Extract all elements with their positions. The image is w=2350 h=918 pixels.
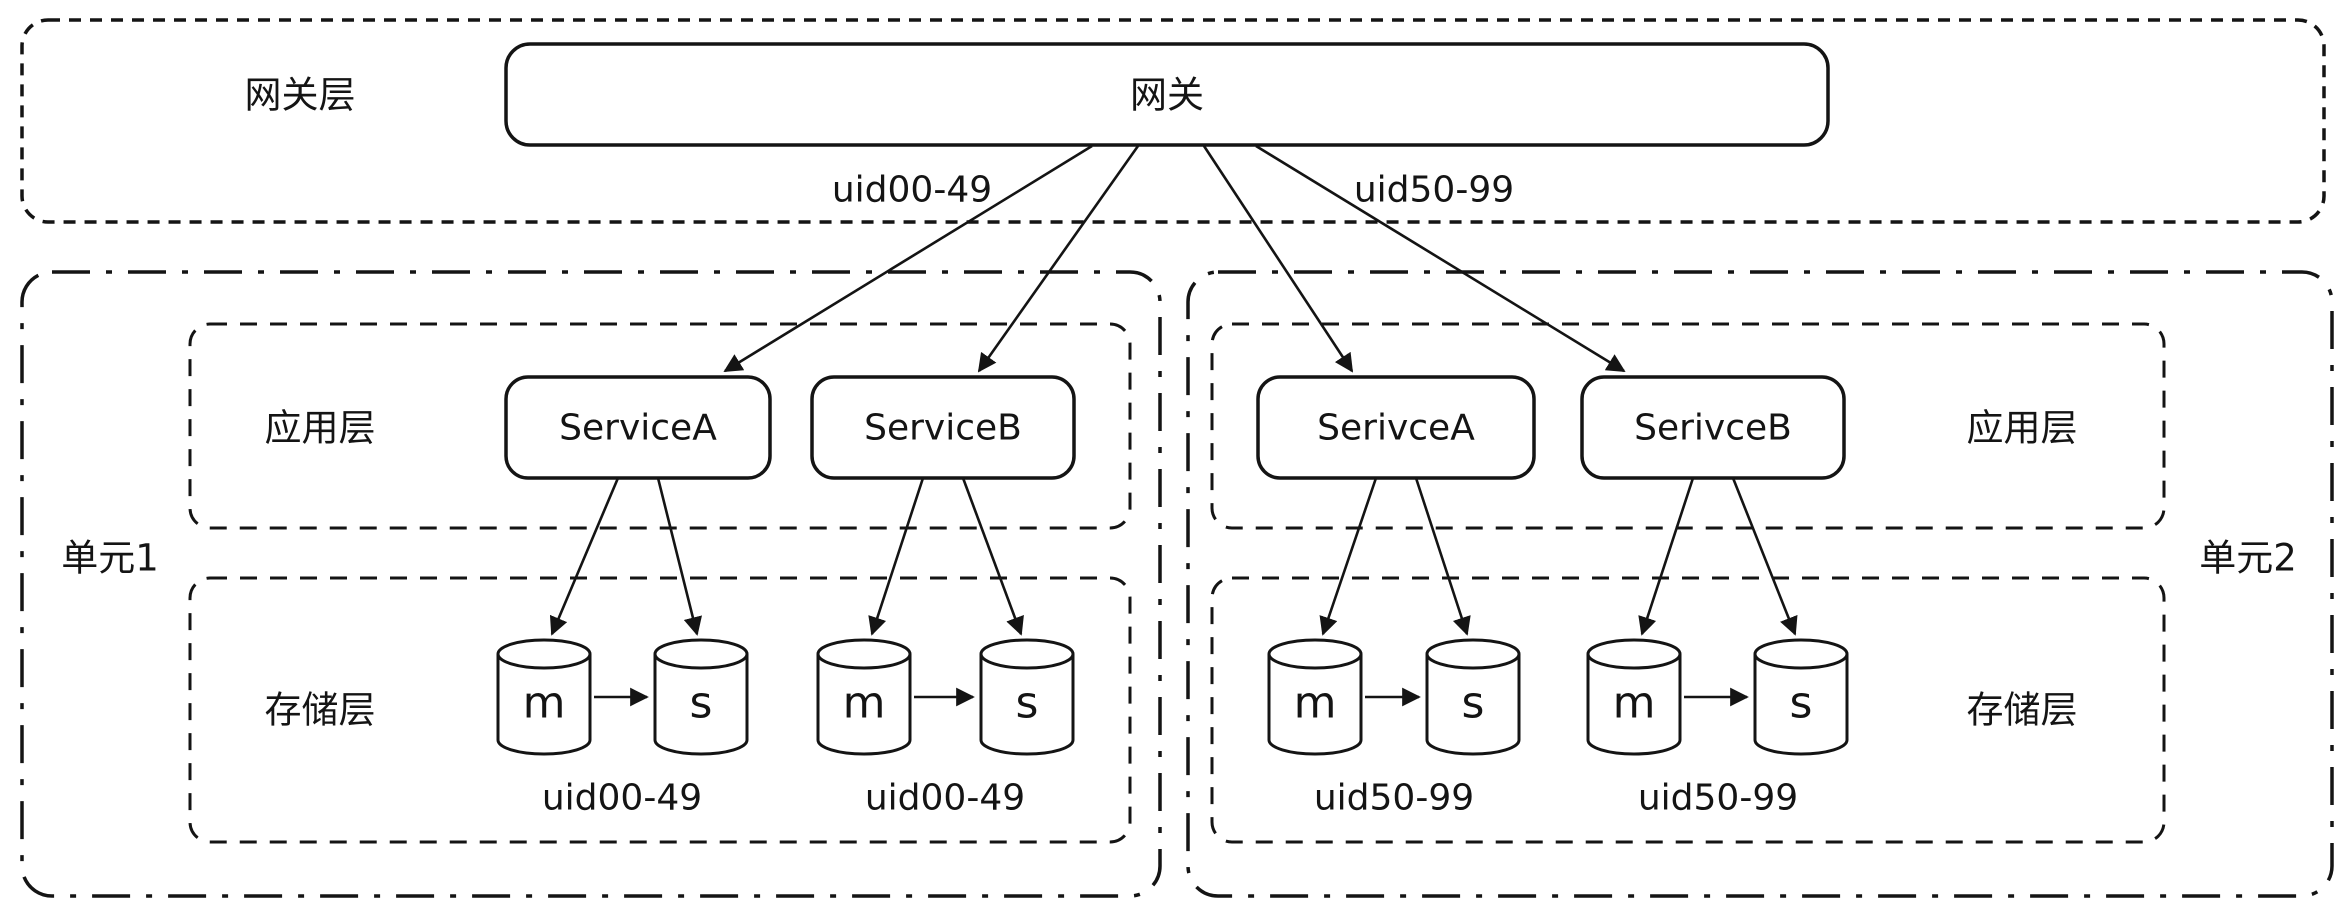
unit2-app-layer-box — [1210, 322, 2166, 530]
slave-db-label: s — [690, 678, 713, 729]
serivceb-box — [1580, 375, 1846, 480]
unit1-shard2-master-cylinder: m — [816, 638, 912, 756]
unit2-shard1-slave-cylinder: s — [1425, 638, 1521, 756]
gateway-to-servicea-arrow — [723, 144, 1093, 373]
gateway-label: 网关 — [1130, 74, 1204, 117]
unit1-shard1-slave-cylinder: s — [653, 638, 749, 756]
unit1-app-layer-box — [188, 322, 1132, 530]
cylinder-body — [979, 654, 1075, 756]
cylinder-top — [1753, 638, 1849, 670]
unit2-storage-layer: 存储层 m s uid50-99 m — [1210, 576, 2166, 844]
slave-db-label: s — [1462, 678, 1485, 729]
serviceb-to-master-arrow — [868, 477, 925, 636]
master-db-label: m — [1294, 678, 1337, 729]
unit1-shard1-master-cylinder: m — [496, 638, 592, 756]
gateway-layer-box — [20, 18, 2326, 224]
unit2-box — [1186, 270, 2334, 898]
unit1-label: 单元1 — [61, 537, 159, 580]
unit2-app-layer: 应用层 SerivceA SerivceB — [1210, 322, 2166, 530]
unit2-label: 单元2 — [2199, 537, 2297, 580]
unit2-app-layer-label: 应用层 — [1967, 407, 2078, 450]
cylinder-top — [653, 638, 749, 670]
gateway-to-serviceb-arrow — [977, 145, 1140, 373]
gateway-to-serivcea-arrow — [1202, 145, 1354, 373]
unit1-storage-layer: 存储层 m s uid00-49 m — [188, 576, 1132, 844]
cylinder-body — [1753, 654, 1849, 756]
slave-db-label: s — [1016, 678, 1039, 729]
unit1-storage-layer-label: 存储层 — [265, 689, 376, 732]
cylinder-body — [1267, 654, 1363, 756]
unit1-app-layer: 应用层 ServiceA ServiceB — [188, 322, 1132, 530]
cylinder-body — [1425, 654, 1521, 756]
cylinder-body — [1586, 654, 1682, 756]
unit1-service-db-arrows — [549, 477, 1024, 636]
unit1-shard2-slave-cylinder: s — [979, 638, 1075, 756]
serivceb-label: SerivceB — [1634, 408, 1792, 449]
unit2-shard1-range-label: uid50-99 — [1314, 778, 1474, 819]
gateway-layer-label: 网关层 — [245, 74, 356, 117]
cylinder-top — [979, 638, 1075, 670]
servicea-box — [504, 375, 772, 480]
servicea-to-master-arrow — [549, 477, 620, 636]
unit2-service-db-arrows — [1319, 477, 1798, 636]
unit1-shard2-range-label: uid00-49 — [865, 778, 1025, 819]
servicea-label: ServiceA — [559, 408, 717, 449]
unit1-app-layer-label: 应用层 — [265, 407, 376, 450]
master-db-label: m — [843, 678, 886, 729]
slave-db-label: s — [1790, 678, 1813, 729]
unit1: 单元1 应用层 ServiceA ServiceB 存储层 m — [20, 270, 1162, 898]
cylinder-body — [816, 654, 912, 756]
route-range-right-label: uid50-99 — [1354, 170, 1514, 211]
unit2-shard2-range-label: uid50-99 — [1638, 778, 1798, 819]
master-db-label: m — [523, 678, 566, 729]
servicea-to-slave-arrow — [656, 477, 702, 636]
cylinder-top — [1267, 638, 1363, 670]
unit2-shard2-master-cylinder: m — [1586, 638, 1682, 756]
cylinder-body — [496, 654, 592, 756]
gateway-layer: 网关层 网关 uid00-49 uid50-99 — [20, 18, 2326, 224]
unit1-shard1-range-label: uid00-49 — [542, 778, 702, 819]
cylinder-top — [816, 638, 912, 670]
gateway-to-serivceb-arrow — [1255, 144, 1626, 373]
unit2-storage-layer-box — [1210, 576, 2166, 844]
unit2: 单元2 应用层 SerivceA SerivceB 存储层 m — [1186, 270, 2334, 898]
serviceb-label: ServiceB — [864, 408, 1022, 449]
gateway-box — [504, 42, 1830, 147]
unit1-box — [20, 270, 1162, 898]
serivcea-to-slave-arrow — [1414, 477, 1471, 636]
serivceb-to-slave-arrow — [1731, 477, 1798, 636]
unit2-shard1-master-cylinder: m — [1267, 638, 1363, 756]
cylinder-body — [653, 654, 749, 756]
cylinder-top — [1586, 638, 1682, 670]
unit1-storage-layer-box — [188, 576, 1132, 844]
serivcea-box — [1256, 375, 1536, 480]
cylinder-top — [1425, 638, 1521, 670]
serviceb-box — [810, 375, 1076, 480]
serviceb-to-slave-arrow — [961, 477, 1024, 636]
serivcea-label: SerivceA — [1317, 408, 1475, 449]
master-db-label: m — [1613, 678, 1656, 729]
gateway-routing-arrows — [723, 144, 1626, 373]
serivceb-to-master-arrow — [1638, 477, 1695, 636]
route-range-left-label: uid00-49 — [832, 170, 992, 211]
serivcea-to-master-arrow — [1319, 477, 1378, 636]
cylinder-top — [496, 638, 592, 670]
unit2-shard2-slave-cylinder: s — [1753, 638, 1849, 756]
unit2-storage-layer-label: 存储层 — [1967, 689, 2078, 732]
